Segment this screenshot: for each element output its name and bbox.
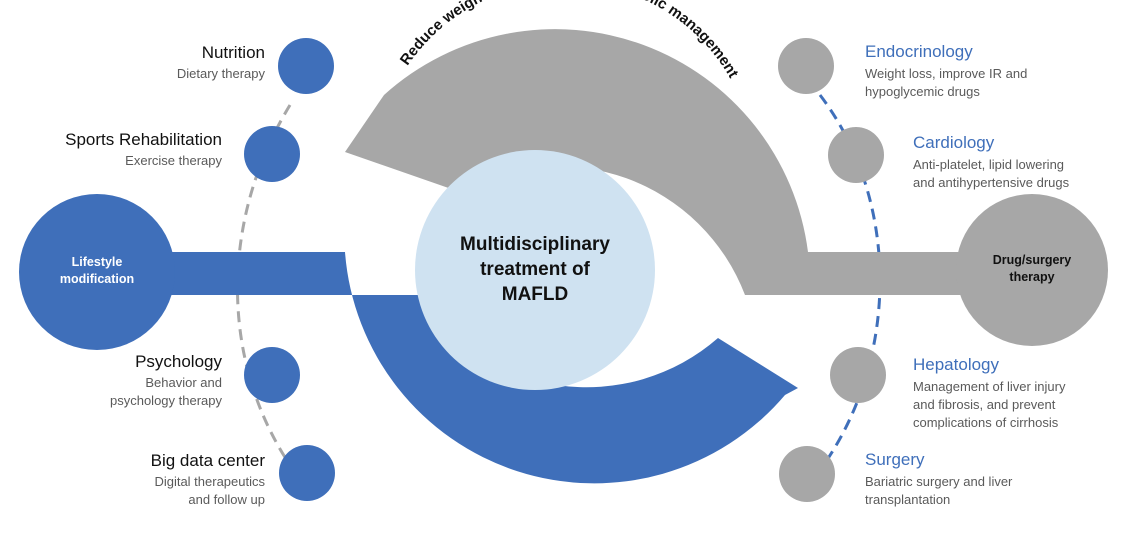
nutrition-node: [278, 38, 334, 94]
surgery-subtitle-2: transplantation: [865, 492, 950, 507]
drug-surgery-hub-label-1: Drug/surgery: [993, 253, 1072, 267]
hepatology-subtitle-2: and fibrosis, and prevent: [913, 397, 1056, 412]
psychology-subtitle-1: Behavior and: [145, 375, 222, 390]
cardiology-subtitle-2: and antihypertensive drugs: [913, 175, 1070, 190]
right-label-endocrinology: Endocrinology Weight loss, improve IR an…: [865, 42, 1027, 99]
center-circle: [415, 150, 655, 390]
bottom-blue-arrow: [90, 252, 798, 484]
left-label-psychology: Psychology Behavior and psychology thera…: [110, 352, 223, 408]
left-label-sports: Sports Rehabilitation Exercise therapy: [65, 130, 222, 168]
endocrinology-subtitle-1: Weight loss, improve IR and: [865, 66, 1027, 81]
sports-rehabilitation-node: [244, 126, 300, 182]
cardiology-node: [828, 127, 884, 183]
drug-surgery-hub-circle: [956, 194, 1108, 346]
endocrinology-title: Endocrinology: [865, 42, 973, 61]
hepatology-node: [830, 347, 886, 403]
psychology-node: [244, 347, 300, 403]
psychology-subtitle-2: psychology therapy: [110, 393, 223, 408]
top-gray-arrow: [345, 29, 985, 295]
big-data-center-node: [279, 445, 335, 501]
right-label-cardiology: Cardiology Anti-platelet, lipid lowering…: [913, 133, 1070, 190]
endocrinology-subtitle-2: hypoglycemic drugs: [865, 84, 980, 99]
right-label-hepatology: Hepatology Management of liver injury an…: [913, 355, 1066, 430]
lifestyle-hub-label-1: Lifestyle: [72, 255, 123, 269]
hepatology-subtitle-1: Management of liver injury: [913, 379, 1066, 394]
drug-surgery-hub-label-2: therapy: [1009, 270, 1054, 284]
lifestyle-hub-label-2: modification: [60, 272, 134, 286]
psychology-title: Psychology: [135, 352, 222, 371]
left-label-bigdata: Big data center Digital therapeutics and…: [151, 451, 266, 507]
surgery-subtitle-1: Bariatric surgery and liver: [865, 474, 1013, 489]
endocrinology-node: [778, 38, 834, 94]
nutrition-subtitle: Dietary therapy: [177, 66, 266, 81]
big-data-center-title: Big data center: [151, 451, 266, 470]
right-label-surgery: Surgery Bariatric surgery and liver tran…: [865, 450, 1013, 507]
big-data-center-subtitle-2: and follow up: [188, 492, 265, 507]
cardiology-title: Cardiology: [913, 133, 995, 152]
center-title-line-3: MAFLD: [502, 284, 568, 305]
hepatology-title: Hepatology: [913, 355, 1000, 374]
surgery-node: [779, 446, 835, 502]
nutrition-title: Nutrition: [202, 43, 265, 62]
left-label-nutrition: Nutrition Dietary therapy: [177, 43, 266, 81]
big-data-center-subtitle-1: Digital therapeutics: [154, 474, 265, 489]
cardiology-subtitle-1: Anti-platelet, lipid lowering: [913, 157, 1064, 172]
lifestyle-hub-circle: [19, 194, 175, 350]
center-title-line-1: Multidisciplinary: [460, 234, 610, 255]
surgery-title: Surgery: [865, 450, 925, 469]
left-dashed-connector: [236, 104, 292, 466]
sports-rehabilitation-subtitle: Exercise therapy: [125, 153, 222, 168]
sports-rehabilitation-title: Sports Rehabilitation: [65, 130, 222, 149]
center-title-line-2: treatment of: [480, 259, 590, 280]
hepatology-subtitle-3: complications of cirrhosis: [913, 415, 1059, 430]
